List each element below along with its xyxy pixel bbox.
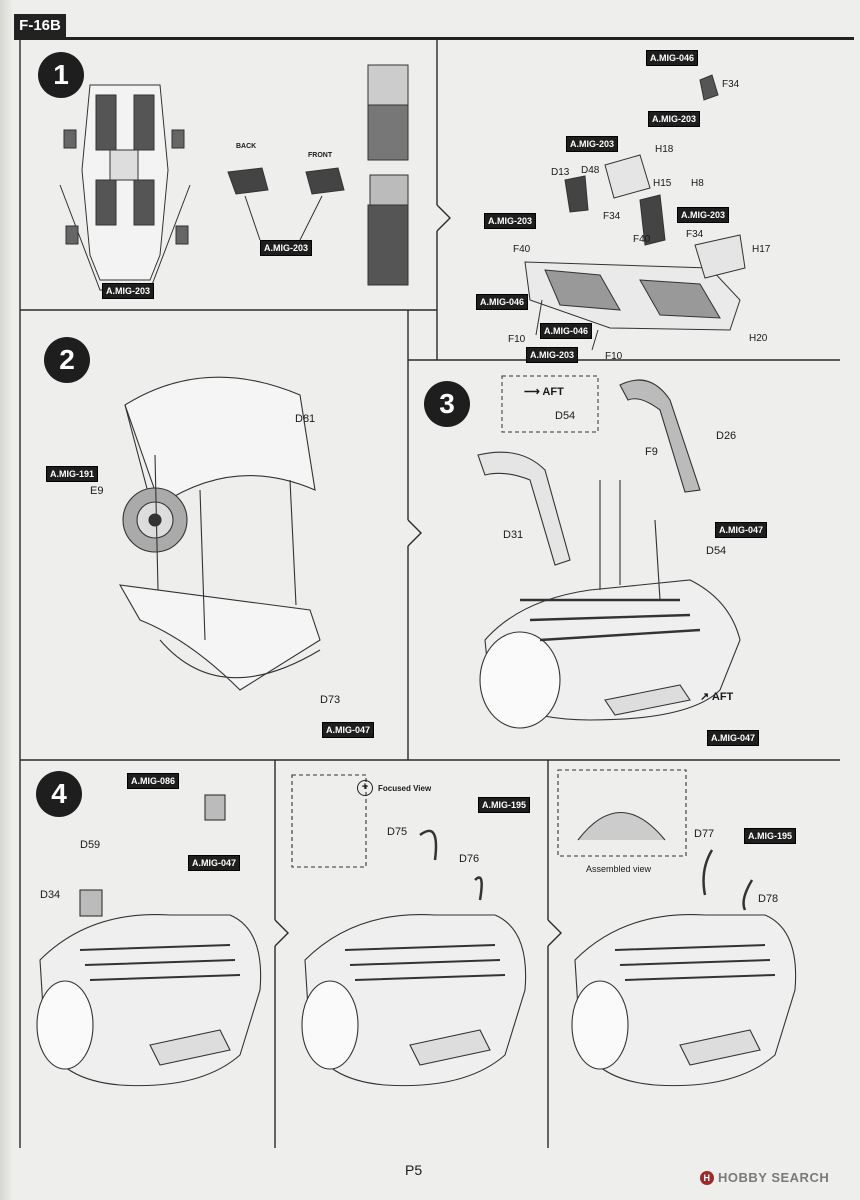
part-label: D81 <box>295 413 316 425</box>
page-number: P5 <box>405 1162 423 1178</box>
color-callout: A.MIG-203 <box>566 136 619 152</box>
part-label: D59 <box>80 839 101 851</box>
part-label: D75 <box>387 826 408 838</box>
step-1-badge: 1 <box>38 52 84 98</box>
watermark: H HOBBY SEARCH <box>700 1170 829 1185</box>
part-label: H17 <box>752 244 771 255</box>
color-callout: A.MIG-203 <box>677 207 730 223</box>
color-callout: A.MIG-203 <box>648 111 701 127</box>
color-callout: A.MIG-203 <box>526 347 579 363</box>
part-label: F40 <box>633 234 651 245</box>
aft-label: AFT <box>542 386 564 398</box>
step-3-badge: 3 <box>424 381 470 427</box>
step-4-badge: 4 <box>36 771 82 817</box>
color-callout: A.MIG-047 <box>707 730 760 746</box>
part-label: D26 <box>716 430 737 442</box>
part-label: H18 <box>655 144 674 155</box>
aft-indicator: ⟶ AFT <box>524 386 564 398</box>
color-callout: A.MIG-195 <box>744 828 797 844</box>
part-label: E9 <box>90 485 104 497</box>
color-callout: A.MIG-086 <box>127 773 180 789</box>
part-label: F34 <box>603 211 621 222</box>
part-label: FRONT <box>308 152 333 159</box>
part-label: F34 <box>686 229 704 240</box>
color-callout: A.MIG-046 <box>646 50 699 66</box>
part-label: D73 <box>320 694 341 706</box>
watermark-text: HOBBY SEARCH <box>718 1170 830 1185</box>
part-label: BACK <box>236 143 257 150</box>
title-rule <box>14 37 854 40</box>
part-label: F10 <box>508 334 526 345</box>
aft-indicator: ↗ AFT <box>700 691 734 703</box>
part-label: H8 <box>691 178 704 189</box>
part-label: F34 <box>722 79 740 90</box>
part-label: D31 <box>503 529 524 541</box>
part-label: D77 <box>694 828 715 840</box>
color-callout: A.MIG-203 <box>260 240 313 256</box>
focused-view-caption: Focused View <box>378 784 432 793</box>
color-callout: A.MIG-195 <box>478 797 531 813</box>
part-label: F40 <box>513 244 531 255</box>
color-callout: A.MIG-047 <box>715 522 768 538</box>
model-title: F-16B <box>14 14 66 38</box>
aft-label: AFT <box>711 691 734 703</box>
part-label: D48 <box>581 165 600 176</box>
step-2-badge: 2 <box>44 337 90 383</box>
part-label: H20 <box>749 333 768 344</box>
color-callout: A.MIG-047 <box>322 722 375 738</box>
part-label: D13 <box>551 167 570 178</box>
part-label: F10 <box>605 351 623 362</box>
part-label: H15 <box>653 178 672 189</box>
part-label: D76 <box>459 853 480 865</box>
color-callout: A.MIG-203 <box>484 213 537 229</box>
color-callout: A.MIG-046 <box>476 294 529 310</box>
color-callout: A.MIG-046 <box>540 323 593 339</box>
part-label: D34 <box>40 889 61 901</box>
part-label: D78 <box>758 893 779 905</box>
page-binding-shadow <box>0 0 12 1200</box>
color-callout: A.MIG-203 <box>102 283 155 299</box>
part-label: D54 <box>555 410 576 422</box>
part-label: D54 <box>706 545 727 557</box>
color-callout: A.MIG-191 <box>46 466 99 482</box>
part-label: F9 <box>645 446 658 458</box>
hobby-search-logo-icon: H <box>700 1171 714 1185</box>
magnifier-icon: + <box>357 780 373 796</box>
color-callout: A.MIG-047 <box>188 855 241 871</box>
assembled-view-caption: Assembled view <box>586 864 652 874</box>
